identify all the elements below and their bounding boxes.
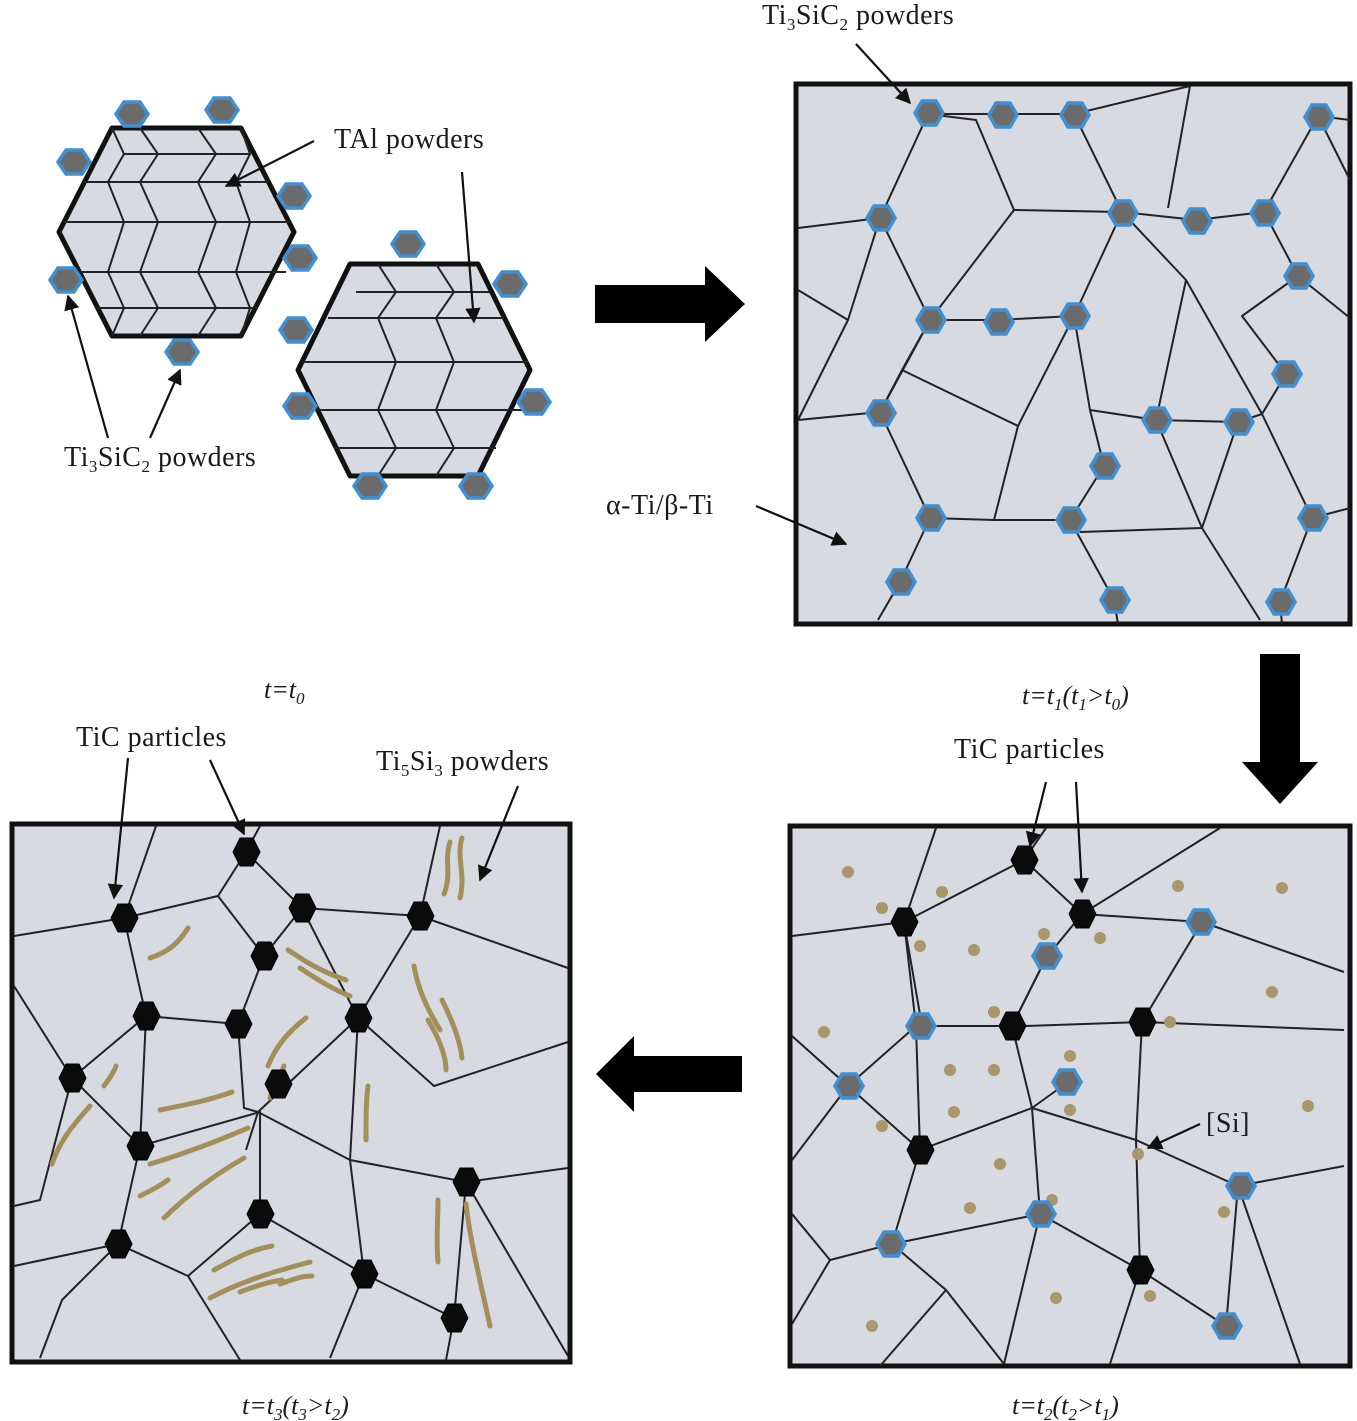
time-label-t3: t=t3(t3>t2)	[242, 1391, 349, 1421]
ti3sic2-particles-panel2	[864, 99, 1336, 616]
ti5si3-bands	[49, 835, 493, 1329]
ti3sic2-particle	[1210, 1312, 1244, 1340]
ti3sic2-particle	[1302, 103, 1336, 131]
ti3sic2-particle	[275, 182, 313, 210]
ti3sic2-particles-panel3	[832, 908, 1258, 1340]
tic-particle	[58, 1063, 87, 1093]
ti3sic2-particle	[912, 99, 946, 127]
ti3sic2-particle	[203, 96, 241, 124]
right-arrow-icon	[595, 266, 745, 342]
ti3sic2-particle	[163, 338, 201, 366]
ti3sic2-particle	[389, 230, 427, 258]
panel-tic-formation: TiC particles [Si] t=t2(t2>t1)	[787, 734, 1353, 1421]
ti3sic2-particle	[1264, 588, 1298, 616]
panel-ti5si3-formation: TiC particles Ti5Si3 powders t=t3(t3>t2)	[9, 722, 573, 1421]
tic-particles-label-2: TiC particles	[76, 722, 227, 753]
tic-particle	[132, 1001, 161, 1031]
tic-particle	[452, 1167, 481, 1197]
tic-particle	[104, 1229, 133, 1259]
panel-matrix-grains: Ti3SiC2 powders α-Ti/β-Ti t=t1(t1>t0)	[606, 0, 1353, 714]
si-solute-dots	[818, 866, 1314, 1332]
ti3sic2-particle	[1050, 1068, 1084, 1096]
si-label: [Si]	[1206, 1108, 1250, 1139]
ti5si3-powders-label: Ti5Si3 powders	[376, 746, 549, 780]
ti3sic2-particle	[281, 392, 319, 420]
tic-particle	[406, 901, 435, 931]
tic-particles-label-1: TiC particles	[954, 734, 1105, 765]
ti3sic2-powders-label-1: Ti3SiC2 powders	[64, 442, 256, 476]
time-label-t0: t=t0	[264, 675, 305, 708]
ti3sic2-particle	[1054, 506, 1088, 534]
tic-particle	[1068, 899, 1097, 929]
tic-particle	[224, 1009, 253, 1039]
left-arrow-icon	[596, 1036, 742, 1112]
tic-particle	[110, 903, 139, 933]
ti3sic2-particle	[864, 204, 898, 232]
tai-powders-label: TAl powders	[334, 124, 484, 155]
tic-particle	[344, 1003, 373, 1033]
ti3sic2-particle	[1222, 408, 1256, 436]
tic-particle	[1126, 1255, 1155, 1285]
tic-particle	[890, 907, 919, 937]
ti3sic2-powders-label-2: Ti3SiC2 powders	[762, 0, 954, 34]
time-label-t1: t=t1(t1>t0)	[1022, 681, 1129, 714]
tic-particles-panel4	[58, 837, 481, 1333]
down-arrow-icon	[1242, 654, 1318, 804]
ti3sic2-particle	[874, 1230, 908, 1258]
ti3sic2-particle	[914, 306, 948, 334]
ti3sic2-particle	[1088, 452, 1122, 480]
tai-powder-particle-right	[295, 261, 533, 479]
tic-particle	[440, 1303, 469, 1333]
ti3sic2-particle	[351, 472, 389, 500]
ti3sic2-particle	[986, 101, 1020, 129]
tic-particle	[288, 893, 317, 923]
ti3sic2-particle	[1296, 504, 1330, 532]
ti3sic2-particle	[904, 1012, 938, 1040]
ti3sic2-particle	[1270, 360, 1304, 388]
ti3sic2-particle	[55, 148, 93, 176]
ti3sic2-particle	[864, 399, 898, 427]
ti3sic2-particle	[1224, 1172, 1258, 1200]
tic-particle	[250, 941, 279, 971]
panel-initial-powders: TAl powders Ti3SiC2 powders t=t0	[47, 96, 553, 708]
ti3sic2-particle	[832, 1072, 866, 1100]
tic-particle	[246, 1199, 275, 1229]
ti3sic2-particle	[884, 568, 918, 596]
ti3sic2-particle	[491, 270, 529, 298]
ti3sic2-particle	[1058, 101, 1092, 129]
tic-particles-panel3	[890, 845, 1157, 1285]
ti3sic2-particle	[1106, 199, 1140, 227]
ti3sic2-particle	[1248, 199, 1282, 227]
ti3sic2-particle	[1058, 302, 1092, 330]
ti3sic2-particle	[914, 504, 948, 532]
ti3sic2-particle	[457, 472, 495, 500]
ti3sic2-particle	[1180, 207, 1214, 235]
tai-powder-particle-left	[56, 125, 297, 339]
tic-particle	[998, 1011, 1027, 1041]
ti3sic2-particle	[982, 308, 1016, 336]
tic-particle	[1128, 1007, 1157, 1037]
leader-lines-panel1	[64, 140, 481, 439]
ti3sic2-particle	[1098, 586, 1132, 614]
tic-particle	[906, 1135, 935, 1165]
tic-particle	[232, 837, 261, 867]
ti3sic2-particle	[277, 316, 315, 344]
ti3sic2-particles-initial	[47, 96, 553, 500]
ti3sic2-particle	[1024, 1200, 1058, 1228]
ti3sic2-particle	[281, 244, 319, 272]
ti3sic2-particle	[113, 100, 151, 128]
ti3sic2-particle	[1030, 942, 1064, 970]
tic-particle	[126, 1131, 155, 1161]
tic-particle	[350, 1259, 379, 1289]
ti3sic2-particle	[1282, 262, 1316, 290]
tic-particle	[264, 1069, 293, 1099]
ti3sic2-particle	[1140, 406, 1174, 434]
alpha-beta-ti-label: α-Ti/β-Ti	[606, 490, 714, 521]
ti3sic2-particle	[47, 266, 85, 294]
ti3sic2-particle	[515, 388, 553, 416]
ti3sic2-particle	[1184, 908, 1218, 936]
time-label-t2: t=t2(t2>t1)	[1012, 1391, 1119, 1421]
